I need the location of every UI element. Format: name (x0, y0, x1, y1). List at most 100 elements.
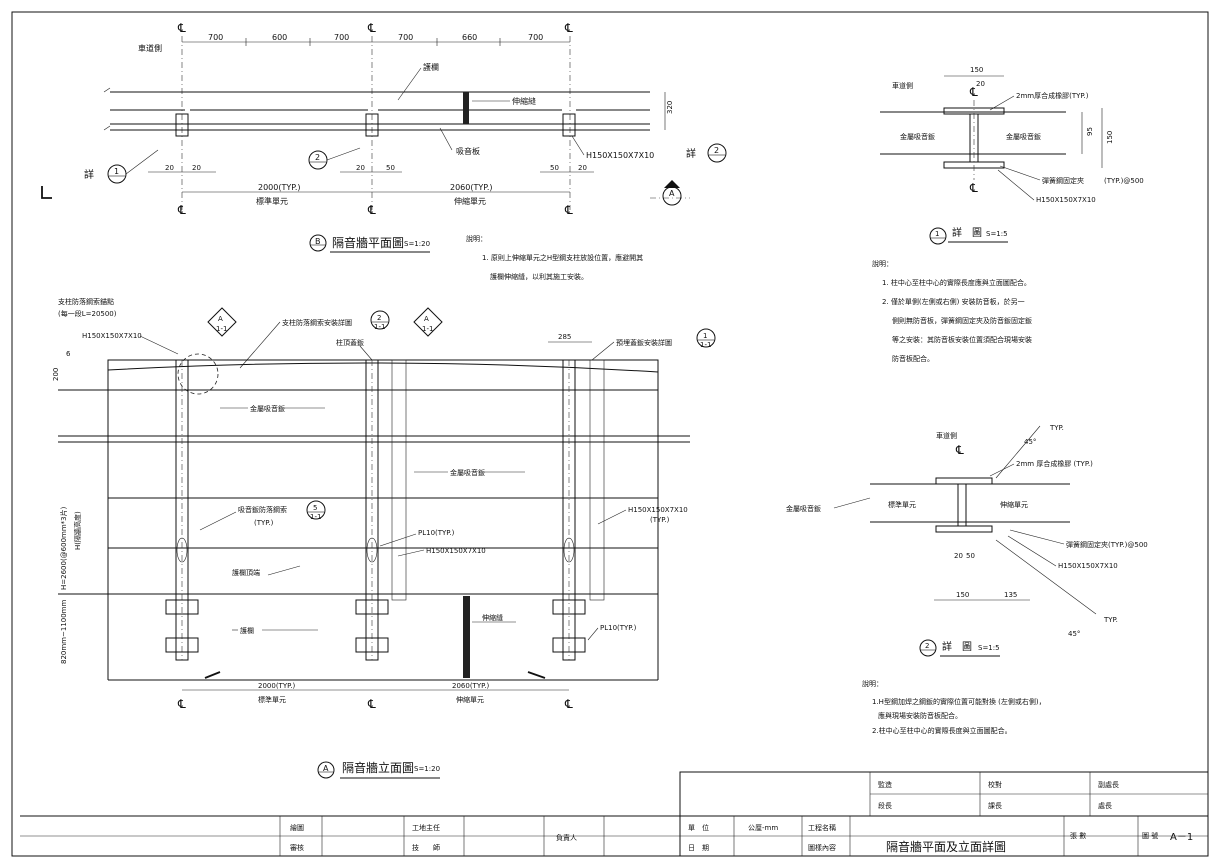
plan-dim-20-d: 20 (578, 164, 587, 172)
d1-panel-left: 金屬吸音鈑 (900, 132, 935, 141)
elev-leader-panel-cable (199, 511, 237, 531)
plan-dim-20-b: 20 (192, 164, 201, 172)
plan-note-2: 護欄伸縮縫，以利其施工安裝。 (490, 272, 588, 281)
elev-rail-height: 820mm~1100mm (60, 600, 68, 664)
elev-plate-10-leader (379, 533, 417, 547)
plan-road-side: 車道側 (138, 43, 162, 53)
elev-section-mark-1 (207, 307, 237, 337)
plan-detail-2b-circle (707, 143, 727, 163)
d1-spring-leader (999, 165, 1041, 181)
d1-column: H150X150X7X10 (1036, 196, 1096, 204)
d2-column-leader (1007, 535, 1057, 567)
tb-sheet-no: A－1 (1170, 832, 1193, 843)
tb-director: 處長 (1098, 801, 1112, 810)
elev-panel-cable-sheet: 1-1 (310, 513, 321, 521)
plan-title-circle (309, 234, 327, 252)
d1-note-5: 防音板配合。 (892, 354, 934, 363)
elev-anchor-spacing: (每一段L=20500) (58, 309, 117, 318)
plan-notes-title: 說明： (466, 234, 487, 243)
elev-exp-column (391, 359, 407, 601)
d2-cl: ℄ (955, 443, 964, 457)
d2-panel: 金屬吸音鈑 (786, 504, 821, 513)
plan-detail-word-2: 詳 (686, 147, 696, 160)
elev-section-mark-2 (413, 307, 443, 337)
plan-dim-20-c: 20 (356, 164, 365, 172)
tb-unit-label: 單 位 (688, 823, 709, 832)
tb-drawing-content: 圖樣內容 (808, 843, 836, 852)
plan-dim-50-b: 50 (550, 164, 559, 172)
d2-road-side: 車道側 (936, 431, 957, 440)
plan-span-standard: 2000(TYP.) (258, 183, 301, 192)
elev-plate-2a (355, 599, 389, 615)
elev-rail-top-label: 護欄頂端 (232, 568, 260, 577)
plan-column-1 (175, 113, 189, 137)
tb-top-frame (679, 771, 1209, 857)
plan-guardrail-label: 護欄 (423, 62, 439, 72)
d2-title-circle (919, 639, 937, 657)
tb-sheets: 張 數 (1070, 831, 1086, 840)
plan-column-label: H150X150X7X10 (586, 151, 654, 160)
d2-column: H150X150X7X10 (1058, 562, 1118, 570)
plan-dim-50-a: 50 (386, 164, 395, 172)
elev-cable-loop-1 (176, 537, 188, 563)
elev-leader-cable (239, 321, 281, 369)
d2-gasket-leader (989, 463, 1015, 477)
d1-note-3: 側則無防音板，彈簧鋼固定夾及防音鈑固定鈑 (892, 316, 1032, 325)
plan-cl-2: ℄ (367, 21, 376, 35)
d2-spring-clip: 彈簧鋼固定夾(TYP.)@500 (1066, 540, 1148, 549)
d2-title-num: 2 (925, 642, 929, 650)
elev-unit-standard: 標準單元 (258, 695, 286, 704)
plan-section-mark-left (41, 186, 52, 199)
plan-cl-1: ℄ (177, 21, 186, 35)
plan-section-a-arrow (664, 180, 680, 188)
d2-unit-standard: 標準單元 (888, 500, 916, 509)
tb-site-chief: 工地主任 (412, 823, 440, 832)
elev-end-plate-detail: 預埋蓋鈑安裝詳圖 (616, 338, 672, 347)
d2-typ-top: TYP. (1049, 424, 1064, 432)
elev-column-typ-label: H150X150X7X10 (426, 547, 486, 555)
elev-plate-1b (165, 637, 199, 653)
elev-end-plate-sheet: 1-1 (700, 341, 711, 349)
plan-leader-guardrail (397, 67, 422, 101)
d1-dim-150-v: 150 (1106, 131, 1114, 144)
sheet-border (11, 11, 1209, 857)
elev-cable-detail-circle (370, 310, 390, 330)
elev-anchor-circle (177, 353, 219, 395)
elev-span-expansion: 2060(TYP.) (452, 682, 489, 690)
elev-leader-cap (359, 345, 373, 361)
elev-height-total: H=2600(@600mm*3片) (59, 506, 68, 590)
plan-unit-expansion: 伸縮單元 (454, 196, 486, 206)
d1-title: 詳 圖 (952, 226, 982, 239)
plan-dim-700-4: 700 (528, 33, 543, 42)
elev-column-right-typ: (TYP.) (650, 516, 670, 524)
tb-division-chief: 課長 (988, 801, 1002, 810)
tb-engineer: 技 師 (412, 843, 440, 852)
tb-supervise: 監造 (878, 780, 892, 789)
d2-title: 詳 圖 (942, 640, 972, 653)
elev-cable-detail-sheet: 1-1 (374, 323, 385, 331)
elev-plate-3a (552, 599, 586, 615)
d2-section-line-top (995, 425, 1041, 479)
plan-column-2 (365, 113, 379, 137)
elev-column-right-label: H150X150X7X10 (628, 506, 688, 514)
elev-unit-expansion: 伸縮單元 (456, 695, 484, 704)
tb-sheet-label: 圖 號 (1142, 831, 1158, 840)
d2-angle-bottom: 45° (1068, 630, 1080, 638)
elev-expansion-label: 伸縮縫 (482, 613, 503, 622)
tb-date-label: 日 期 (688, 844, 709, 852)
d2-scale: S=1:5 (978, 644, 1000, 652)
tb-responsible: 負責人 (556, 833, 577, 842)
elev-exp-column-2 (589, 359, 605, 601)
d2-note-3: 2.柱中心至柱中心的實際長度與立面圖配合。 (872, 726, 1012, 735)
d2-dim-20: 20 (954, 552, 963, 560)
plan-detail-word-1: 詳 (84, 168, 94, 181)
elev-cable-detail: 支柱防落鋼索安裝詳圖 (282, 318, 352, 327)
d1-scale: S=1:5 (986, 230, 1008, 238)
d2-panel-leader (833, 497, 871, 509)
plan-detail-2-num: 2 (315, 153, 320, 162)
d2-note-1: 1.H型鋼加焊之鋼鈑的實際位置可能對換 (左側或右側)， (872, 697, 1046, 706)
d1-dim-20: 20 (976, 80, 985, 88)
d2-section-line-bottom (995, 539, 1097, 615)
d1-column-leader (997, 169, 1035, 201)
tb-section-chief: 段長 (878, 801, 892, 810)
